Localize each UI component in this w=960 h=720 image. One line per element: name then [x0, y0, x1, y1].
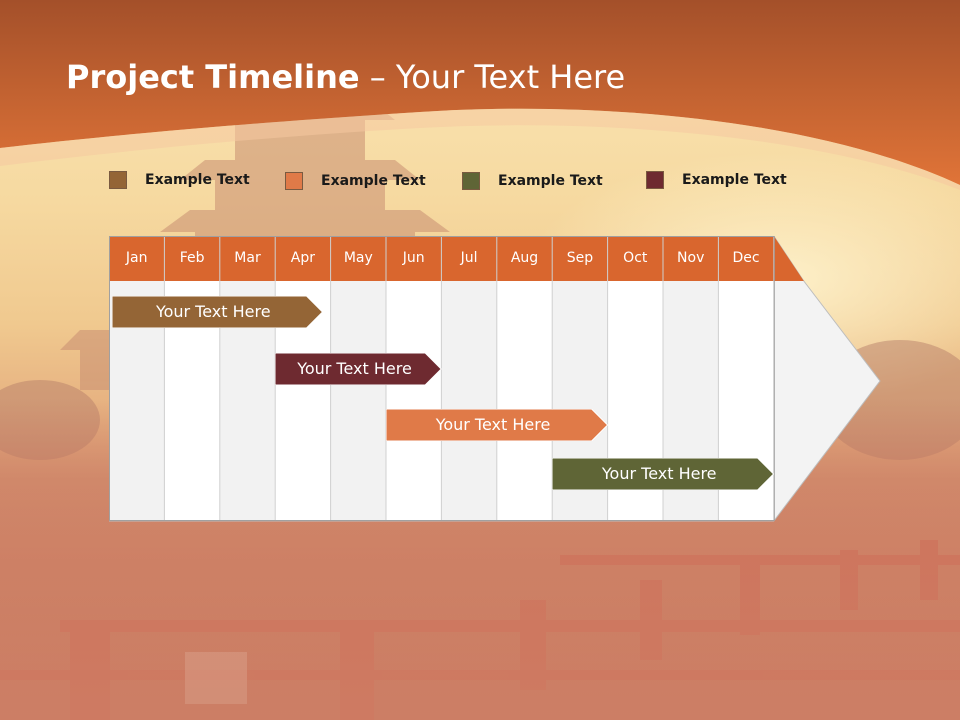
timeline-frame — [109, 236, 775, 521]
task-label: Your Text Here — [435, 415, 551, 434]
task-arrow-shape — [386, 409, 608, 441]
task-arrow — [112, 296, 323, 328]
timeline-chart: Jan Feb Mar Apr May Jun Jul Aug Sep Oct Nov Dec You… — [109, 236, 881, 526]
month-label-nov: Nov — [677, 250, 705, 266]
legend-swatch — [462, 172, 480, 190]
month-label-dec: Dec — [732, 250, 760, 266]
task-arrow — [386, 409, 608, 441]
month-column — [386, 281, 442, 521]
month-header-band — [109, 236, 804, 281]
month-label-apr: Apr — [290, 250, 315, 266]
month-label-jan: Jan — [125, 250, 148, 266]
task-arrow — [275, 353, 442, 385]
legend-item: Example Text — [646, 170, 787, 190]
legend-label: Example Text — [682, 172, 787, 188]
page-title: Project Timeline – Your Text Here — [66, 58, 625, 96]
task-bar[interactable]: Your Text Here — [112, 296, 323, 328]
month-label-oct: Oct — [623, 250, 648, 266]
legend-label: Example Text — [321, 173, 426, 189]
legend-item: Example Text — [462, 171, 603, 191]
task-bar[interactable]: Your Text Here — [386, 409, 608, 441]
task-label: Your Text Here — [297, 359, 412, 378]
task-label: Your Text Here — [601, 464, 717, 483]
month-label-sep: Sep — [566, 250, 594, 266]
task-arrow-shape — [275, 353, 442, 385]
header-banner — [0, 0, 960, 190]
task-label: Your Text Here — [155, 302, 271, 321]
legend-swatch — [646, 171, 664, 189]
month-label-jun: Jun — [402, 250, 425, 266]
month-label-jul: Jul — [460, 250, 478, 266]
legend-swatch — [109, 171, 127, 189]
month-label-mar: Mar — [234, 250, 261, 266]
legend-item: Example Text — [109, 170, 250, 190]
page-title-bold: Project Timeline — [66, 58, 360, 96]
legend-item: Example Text — [285, 171, 426, 191]
task-arrow-shape — [552, 458, 775, 490]
month-column — [441, 281, 497, 521]
task-arrow-shape — [112, 296, 323, 328]
legend-label: Example Text — [145, 172, 250, 188]
legend-label: Example Text — [498, 173, 603, 189]
month-label-feb: Feb — [179, 250, 205, 266]
legend-swatch — [285, 172, 303, 190]
task-bar[interactable]: Your Text Here — [275, 353, 442, 385]
task-arrow — [552, 458, 775, 490]
task-bar[interactable]: Your Text Here — [552, 458, 775, 490]
month-column — [330, 281, 386, 521]
page-title-rest: – Your Text Here — [359, 58, 626, 96]
month-label-may: May — [343, 250, 373, 266]
month-label-aug: Aug — [510, 250, 539, 266]
month-column — [496, 281, 553, 521]
